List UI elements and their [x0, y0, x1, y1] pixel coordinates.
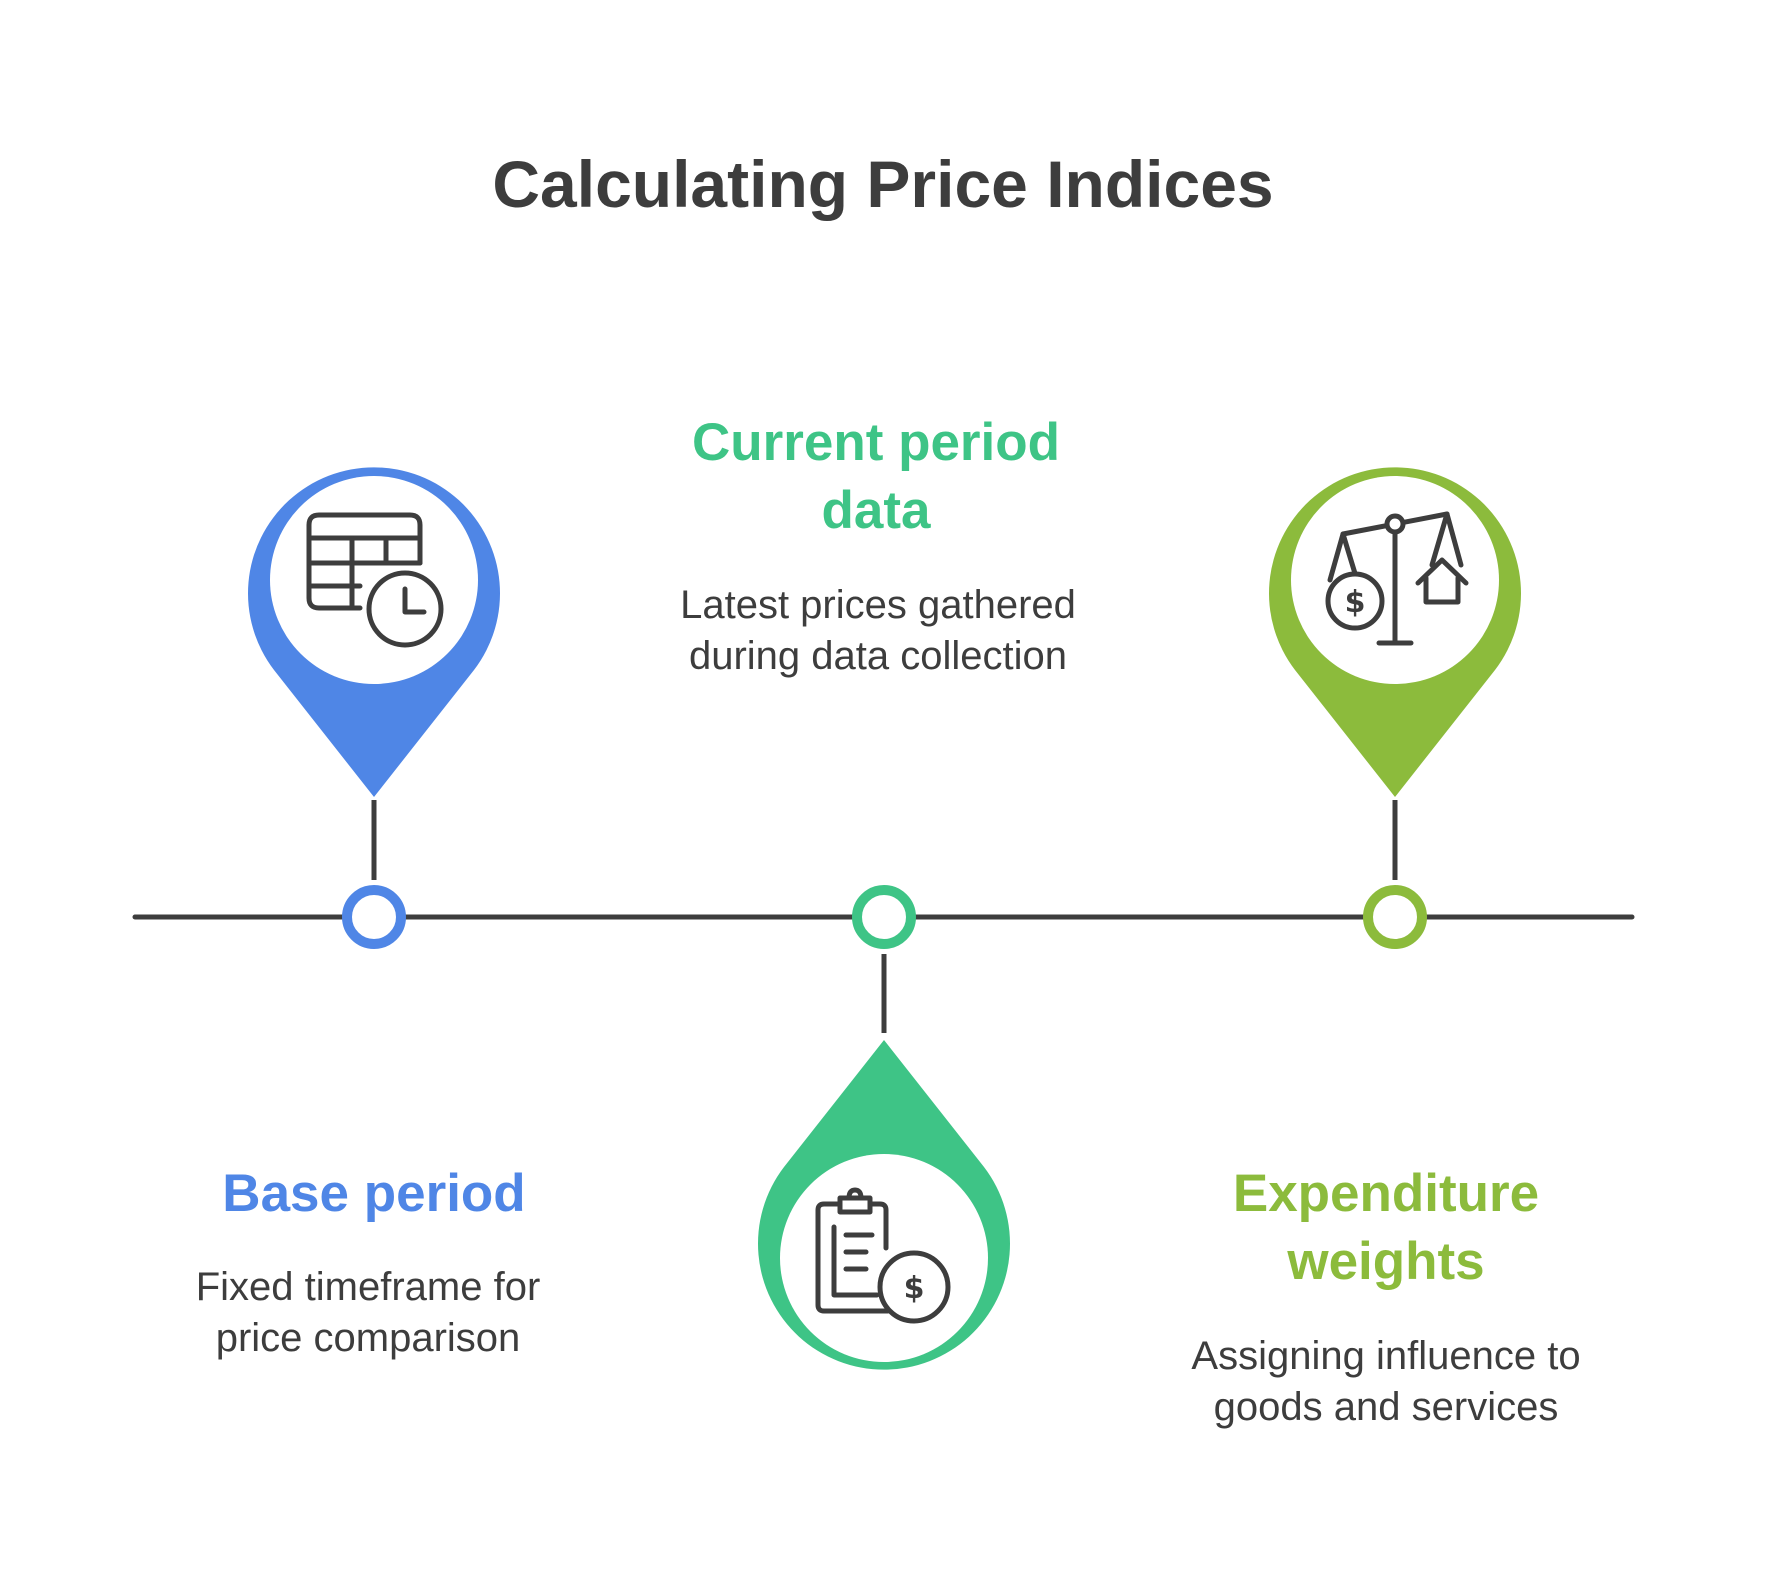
description-line: goods and services: [1214, 1385, 1559, 1429]
diagram-title: Calculating Price Indices: [492, 147, 1273, 221]
balance-scale-icon: [1325, 511, 1469, 646]
clipboard-dollar-icon: [815, 1187, 951, 1324]
milestone-expenditure-weights: $ Expenditure weights Assigning influenc…: [1191, 467, 1581, 1429]
dollar-sign-glyph: $: [904, 1271, 925, 1306]
heading-line: Base period: [222, 1164, 525, 1223]
description-line: Fixed timeframe for: [196, 1265, 541, 1309]
timeline-node: [852, 885, 916, 949]
description-line: Assigning influence to: [1191, 1334, 1580, 1378]
calendar-clock-icon: [306, 512, 444, 648]
description-line: Latest prices gathered: [680, 583, 1076, 627]
milestone-base-period: Base period Fixed timeframe for price co…: [196, 467, 541, 1360]
timeline-node: [342, 885, 406, 949]
dollar-sign-glyph: $: [1345, 585, 1366, 620]
milestone-current-period-data: $ Current period data Latest prices gath…: [680, 413, 1076, 1370]
heading-line: Expenditure: [1233, 1164, 1539, 1223]
timeline-node: [1363, 885, 1427, 949]
description-line: price comparison: [216, 1316, 521, 1360]
heading-line: weights: [1286, 1232, 1484, 1291]
heading-line: Current period: [692, 413, 1060, 472]
heading-line: data: [822, 481, 932, 540]
description-line: during data collection: [689, 634, 1067, 678]
